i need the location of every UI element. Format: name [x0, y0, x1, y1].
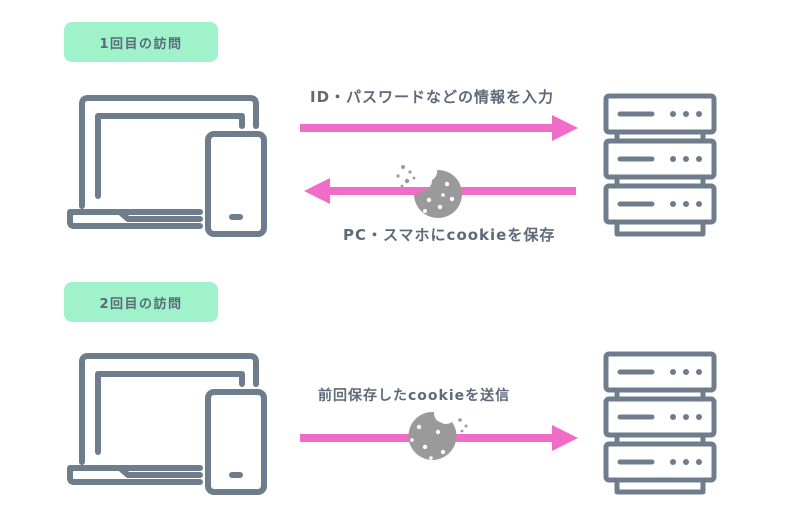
send-cookie-label: 前回保存したcookieを送信 — [318, 388, 511, 404]
server-icon — [603, 93, 717, 237]
server-leds — [670, 111, 702, 207]
request-arrow — [300, 115, 578, 141]
server-leds — [670, 369, 702, 465]
first-visit-badge: 1回目の訪問 — [64, 22, 218, 62]
laptop-phone-icon — [67, 95, 267, 237]
cookie-icon — [396, 165, 462, 218]
second-visit-badge: 2回目の訪問 — [64, 282, 218, 322]
cookie-icon — [408, 411, 468, 460]
laptop-phone-icon — [67, 353, 267, 495]
response-label: PC・スマホにcookieを保存 — [343, 226, 556, 244]
server-icon — [603, 351, 717, 495]
request-label: ID・パスワードなどの情報を入力 — [310, 88, 555, 106]
